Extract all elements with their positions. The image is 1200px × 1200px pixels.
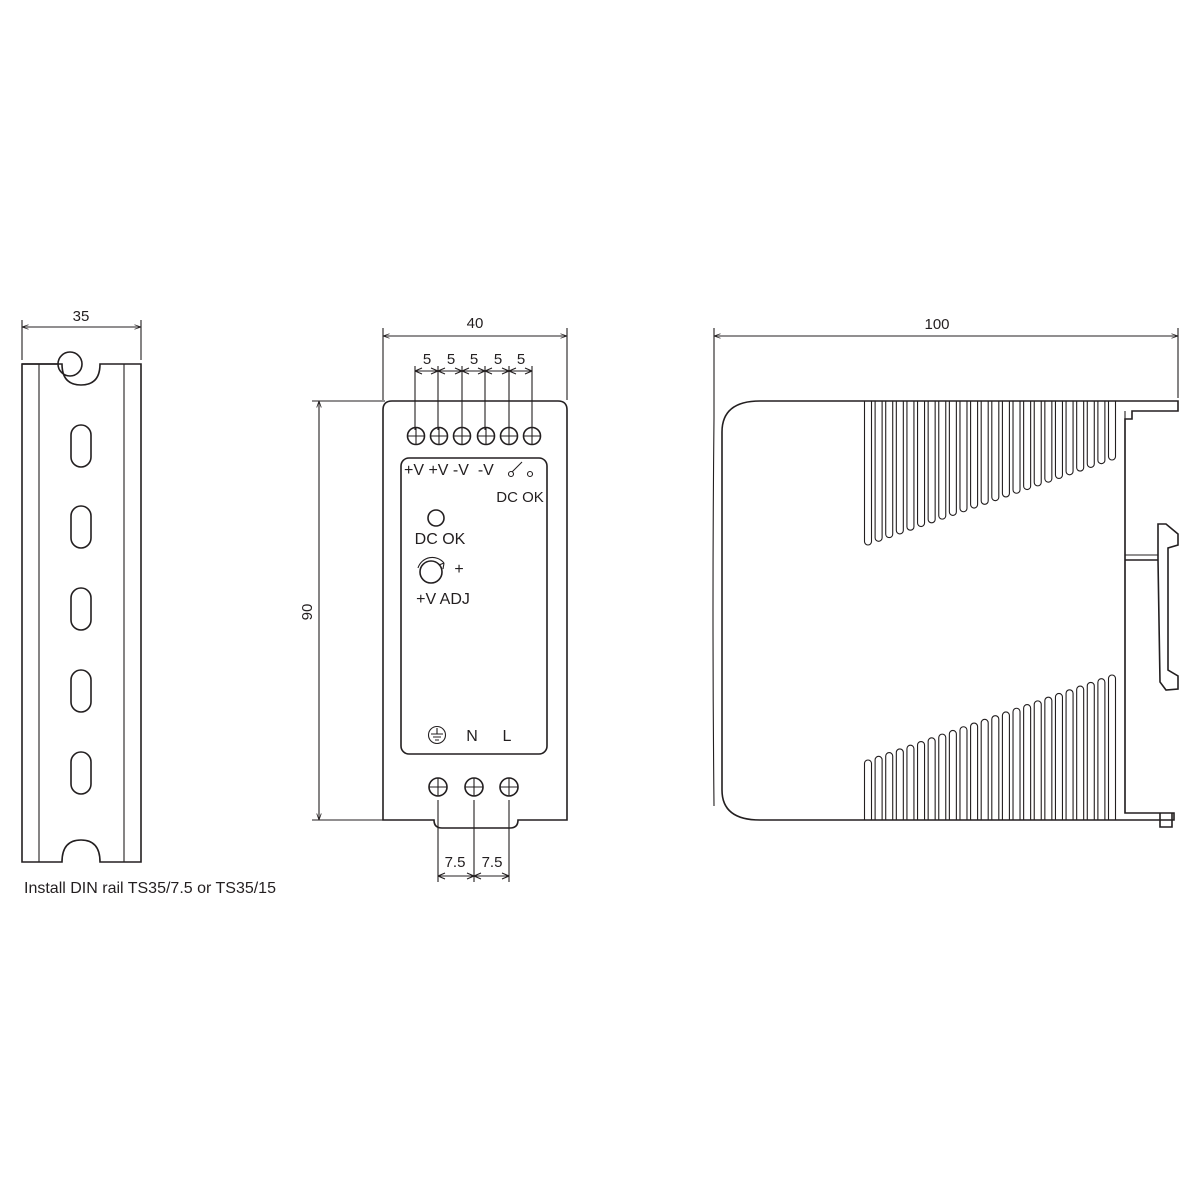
din-clip-foot <box>1159 813 1173 828</box>
lower-vent-fins <box>863 674 1117 820</box>
din-rail-outline <box>21 363 142 863</box>
vent-fin <box>906 744 915 820</box>
side-case-outline <box>721 400 1179 821</box>
vent-fin <box>1023 704 1032 820</box>
side-front-curve <box>712 417 715 807</box>
voltage-adjust-pot-icon <box>417 556 445 584</box>
input-pitch-dimension <box>437 800 510 882</box>
vent-fin <box>1086 681 1095 820</box>
pitch-label: 5 <box>517 351 525 368</box>
vent-fin <box>980 718 989 820</box>
led-label: DC OK <box>415 531 466 548</box>
din-rail-slot <box>70 751 92 795</box>
din-rail-slot <box>70 424 92 468</box>
vent-fin <box>970 722 979 820</box>
side-depth-label: 100 <box>924 316 949 333</box>
vent-fin <box>863 401 873 546</box>
vent-fin <box>959 726 968 820</box>
input-pitch-label: 7.5 <box>445 854 466 871</box>
din-rail-width-label: 35 <box>73 308 90 325</box>
vent-fin <box>991 401 1000 502</box>
input-n-label: N <box>466 728 478 745</box>
vent-fin <box>1044 401 1053 483</box>
vent-fin <box>1107 674 1117 820</box>
din-rail-slot <box>70 669 92 713</box>
vent-fin <box>1033 700 1042 820</box>
vent-fin <box>959 401 968 513</box>
din-rail-caption: Install DIN rail TS35/7.5 or TS35/15 <box>24 880 276 897</box>
relay-label: DC OK <box>496 489 544 506</box>
terminal-pitch-dimension <box>414 366 533 430</box>
vent-fin <box>1012 707 1021 820</box>
din-clip-outline <box>1125 523 1179 691</box>
vent-fin <box>938 401 947 520</box>
front-height-label: 90 <box>299 604 316 621</box>
front-view: 40 5 5 5 5 5 90 <box>299 315 568 882</box>
vent-fin <box>1086 401 1095 468</box>
vent-fin <box>1054 692 1064 820</box>
din-rail-slot <box>70 587 92 631</box>
vent-fin <box>1001 711 1010 820</box>
vent-fin <box>885 752 894 820</box>
vent-fin <box>906 401 915 531</box>
vent-fin <box>1076 401 1085 472</box>
side-view: 100 <box>712 316 1179 828</box>
dc-ok-led-icon <box>427 509 445 527</box>
upper-vent-fins <box>863 401 1117 546</box>
pitch-label: 5 <box>447 351 455 368</box>
vent-fin <box>916 740 926 820</box>
vent-fin <box>1065 401 1074 476</box>
vent-fin <box>927 401 936 524</box>
vent-fin <box>1012 401 1021 494</box>
pitch-label: 5 <box>470 351 478 368</box>
output-terminal-block <box>406 426 542 446</box>
front-case-outline <box>382 400 568 829</box>
vent-fin <box>991 715 1000 820</box>
vent-fin <box>1097 678 1106 820</box>
din-rail-view: 35 Install DIN rail TS35/7.5 or TS35/15 <box>21 308 276 897</box>
input-pitch-label: 7.5 <box>482 854 503 871</box>
vent-fin <box>927 737 936 820</box>
vent-fin <box>1054 401 1064 480</box>
vent-fin <box>1076 685 1085 820</box>
vent-fin <box>948 729 957 820</box>
vent-fin <box>895 401 904 535</box>
input-terminal-block <box>428 777 519 797</box>
vent-fin <box>1001 401 1010 498</box>
vent-fin <box>980 401 989 505</box>
front-width-label: 40 <box>467 315 484 332</box>
vent-fin <box>970 401 979 509</box>
adj-plus-label: + <box>454 561 463 578</box>
vent-fin <box>1023 401 1032 491</box>
vent-fin <box>874 755 883 820</box>
vent-fin <box>874 401 883 542</box>
pitch-label: 5 <box>494 351 502 368</box>
din-rail-slot <box>70 505 92 549</box>
vent-fin <box>863 759 873 820</box>
front-label-panel <box>400 457 548 755</box>
vent-fin <box>885 401 894 539</box>
earth-ground-icon <box>427 725 447 745</box>
adj-label: +V ADJ <box>416 591 470 608</box>
vent-fin <box>895 748 904 820</box>
relay-switch-icon <box>507 461 534 478</box>
pitch-label: 5 <box>423 351 431 368</box>
vent-fin <box>1107 401 1117 461</box>
vent-fin <box>916 401 926 528</box>
vent-fin <box>938 733 947 820</box>
vent-fin <box>1065 689 1074 820</box>
vent-fin <box>1097 401 1106 465</box>
input-l-label: L <box>503 728 512 745</box>
vent-fin <box>948 401 957 516</box>
vent-fin <box>1044 696 1053 820</box>
output-terminal-labels: +V +V -V -V <box>404 462 494 479</box>
vent-fin <box>1033 401 1042 487</box>
